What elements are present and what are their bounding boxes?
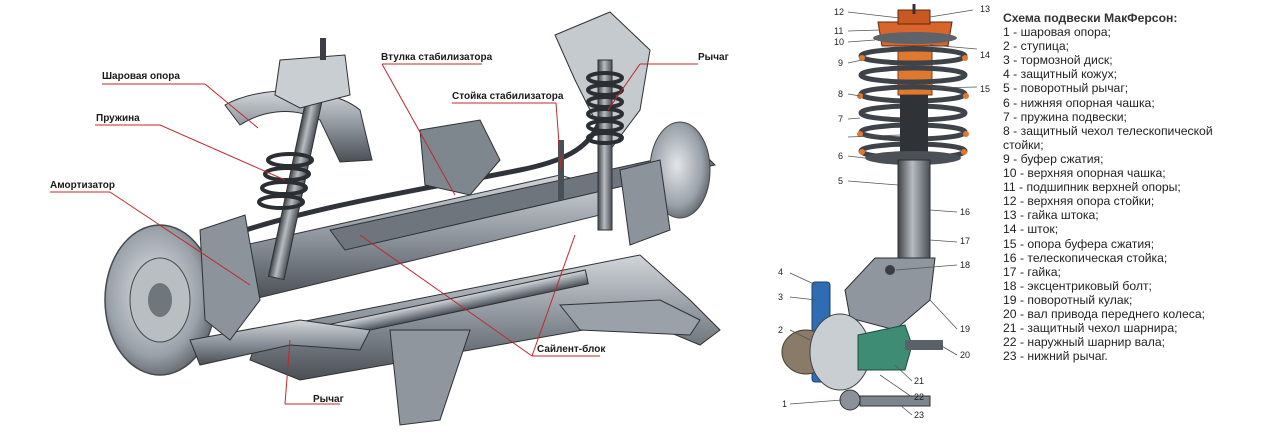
legend-item: 19 - поворотный кулак; [1003,292,1133,307]
subframe-leg [389,329,471,426]
upper-arm-left [224,90,373,163]
cv-joint-boot [857,324,913,371]
part-number-16: 16 [960,207,970,217]
strut-boot [900,95,928,155]
part-number-5: 5 [838,176,843,186]
part-number-10: 10 [834,37,844,47]
legend-item: 14 - шток; [1003,222,1059,237]
legend-item: 11 - подшипник верхней опоры; [1003,180,1181,195]
spring-coil-ends [857,55,969,155]
legend-item: 22 - наружный шарнир вала; [1003,335,1166,350]
part-number-17: 17 [960,236,970,246]
part-number-1: 1 [782,399,787,409]
part-number-19: 19 [960,324,970,334]
legend-item: 9 - буфер сжатия; [1003,151,1104,166]
legend-item: 12 - верхняя опора стойки; [1003,194,1155,209]
legend-item: 21 - защитный чехол шарнира; [1003,321,1178,336]
lower-spring-seat [865,151,961,165]
part-number-13: 13 [980,4,990,14]
subframe-illustration [104,11,721,426]
parts-legend: Схема подвески МакФерсон: 1 - шаровая оп… [1003,11,1273,363]
callout-leaders [50,63,698,405]
legend-title: Схема подвески МакФерсон: [1003,11,1178,25]
rear-crossmember [329,149,716,251]
label-ball-joint: Шаровая опора [102,71,180,82]
legend-item: 3 - тормозной диск; [1003,53,1113,68]
label-lever-top: Рычаг [698,52,729,63]
part-number-7: 7 [838,114,843,124]
part-number-4: 4 [778,267,783,277]
legend-item: 13 - гайка штока; [1003,208,1099,223]
subframe-rear-leg [558,299,701,336]
spring-right [586,71,624,145]
part-number-6: 6 [838,151,843,161]
lower-arm [859,395,931,407]
engine-mount [419,119,501,196]
hub-center-left [148,283,172,317]
number-leaders [789,9,978,416]
legend-item: 15 - опора буфера сжатия; [1003,236,1155,251]
part-number-3: 3 [778,292,783,302]
legend-item: 2 - ступица; [1003,39,1070,54]
left-callout-labels: Шаровая опора Пружина Амортизатор Втулка… [50,51,729,405]
label-stabilizer-link: Стойка стабилизатора [452,90,564,102]
legend-item: 16 - телескопическая стойка; [1003,250,1168,265]
drive-shaft [905,340,943,350]
legend-item: 1 - шаровая опора; [1003,25,1111,40]
right-part-numbers: 12 13 11 10 14 9 15 8 7 6 5 16 17 18 4 3… [778,4,990,420]
eccentric-bolt [885,265,895,275]
part-number-21: 21 [914,376,924,386]
part-number-15: 15 [980,84,990,94]
legend-item: 4 - защитный кожух; [1003,67,1118,82]
strut-stud-left [320,38,326,60]
part-number-18: 18 [960,260,970,270]
part-number-20: 20 [960,350,970,360]
spring-left [257,152,314,210]
part-number-11: 11 [834,26,843,36]
strut-tube [897,159,931,261]
part-number-9: 9 [838,58,843,68]
upper-spring-seat [873,32,957,44]
label-spring: Пружина [96,113,140,124]
part-number-8: 8 [838,89,843,99]
legend-item: 18 - эксцентриковый болт; [1003,278,1152,293]
legend-item: 5 - поворотный рычаг; [1003,81,1129,96]
lower-subframe [249,254,721,381]
ball-joint [839,389,861,411]
label-stabilizer-bushing: Втулка стабилизатора [381,51,493,63]
legend-item: 6 - нижняя опорная чашка; [1003,95,1155,110]
legend-item: 7 - пружина подвески; [1003,109,1127,124]
part-number-22: 22 [914,392,924,402]
legend-item: 17 - гайка; [1003,264,1061,279]
label-silent-block: Сайлент-блок [537,343,606,355]
legend-item: 20 - вал привода переднего колеса; [1003,306,1206,321]
legend-item: 10 - верхняя опорная чашка; [1003,166,1166,181]
strut-mount-left [274,54,351,109]
steering-knuckle-right [619,159,671,246]
part-number-14: 14 [980,50,990,60]
label-lever-bottom: Рычаг [313,394,344,405]
legend-item: 8 - защитный чехол телескопической [1003,123,1213,138]
steering-knuckle-left [199,214,261,341]
part-number-2: 2 [778,325,783,335]
label-shock-absorber: Амортизатор [50,180,115,191]
legend-item: 23 - нижний рычаг. [1003,349,1108,364]
part-number-23: 23 [914,410,924,420]
part-number-12: 12 [834,7,844,17]
legend-item: стойки; [1003,137,1044,152]
lower-arm-left [189,319,371,366]
macpherson-strut-illustration [781,4,969,411]
